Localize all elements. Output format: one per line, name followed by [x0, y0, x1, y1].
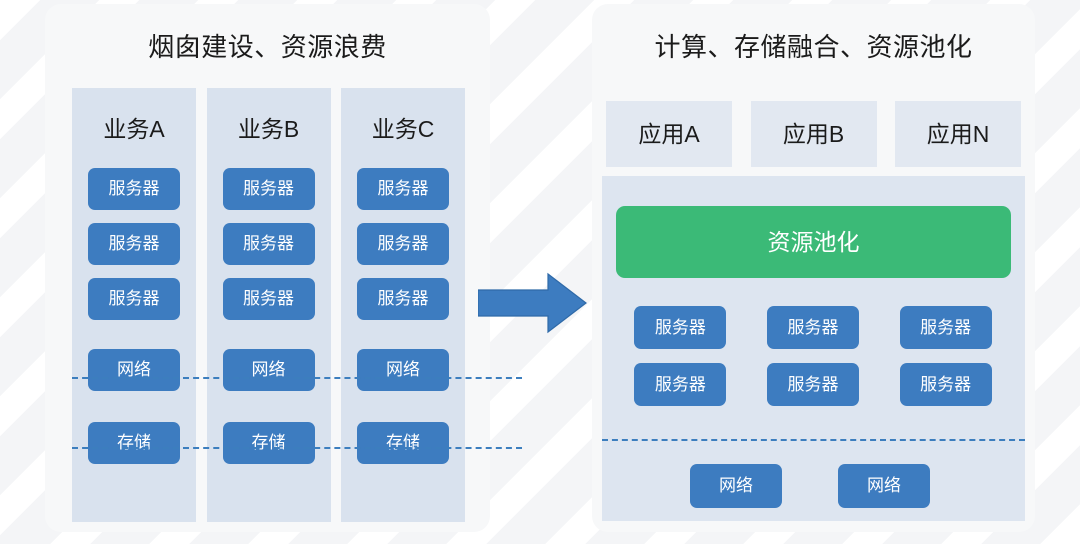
- server-chip[interactable]: 服务器: [88, 223, 180, 265]
- application-box-a[interactable]: 应用A: [606, 101, 732, 167]
- business-column-b-servers: 服务器 服务器 服务器: [222, 168, 315, 320]
- left-panel-siloed-architecture: 烟囱建设、资源浪费 业务A 服务器 服务器 服务器 网络 存储 业务B 服务器 …: [45, 4, 522, 532]
- server-chip[interactable]: 服务器: [222, 168, 315, 210]
- application-box-n[interactable]: 应用N: [895, 101, 1021, 167]
- business-column-b-title: 业务B: [237, 116, 300, 142]
- server-chip[interactable]: 服务器: [899, 363, 992, 406]
- server-chip[interactable]: 服务器: [222, 223, 315, 265]
- network-chip[interactable]: 网络: [357, 349, 449, 391]
- right-panel-converged-architecture: 计算、存储融合、资源池化 应用A 应用B 应用N 资源池化 服务器 服务器 服务…: [592, 4, 1035, 532]
- left-panel-title: 烟囱建设、资源浪费: [148, 32, 387, 62]
- storage-chip[interactable]: 存储: [88, 422, 180, 464]
- business-columns: 业务A 服务器 服务器 服务器 网络 存储 业务B 服务器 服务器 服务器 网络…: [72, 88, 465, 522]
- network-chip[interactable]: 网络: [838, 464, 930, 508]
- server-chip[interactable]: 服务器: [899, 306, 992, 349]
- server-chip[interactable]: 服务器: [766, 363, 859, 406]
- server-chip[interactable]: 服务器: [88, 168, 180, 210]
- server-chip[interactable]: 服务器: [357, 223, 449, 265]
- server-chip[interactable]: 服务器: [357, 168, 449, 210]
- server-chip[interactable]: 服务器: [222, 278, 315, 320]
- business-column-c-title: 业务C: [371, 116, 435, 142]
- business-column-a-title: 业务A: [103, 116, 165, 142]
- pooled-server-grid: 服务器 服务器 服务器 服务器 服务器 服务器: [614, 306, 1012, 406]
- network-chip[interactable]: 网络: [88, 349, 180, 391]
- network-chip[interactable]: 网络: [222, 349, 315, 391]
- network-layer-divider: [72, 377, 522, 379]
- arrow-right-icon: [478, 272, 587, 334]
- business-column-a[interactable]: 业务A 服务器 服务器 服务器 网络 存储: [72, 88, 196, 522]
- server-chip[interactable]: 服务器: [88, 278, 180, 320]
- server-chip[interactable]: 服务器: [634, 363, 727, 406]
- application-boxes: 应用A 应用B 应用N: [606, 101, 1021, 167]
- network-layer-divider: [602, 439, 1025, 441]
- storage-layer-divider: [72, 447, 522, 449]
- application-box-b[interactable]: 应用B: [750, 101, 877, 167]
- right-panel-title: 计算、存储融合、资源池化: [654, 32, 973, 62]
- business-column-c[interactable]: 业务C 服务器 服务器 服务器 网络 存储: [341, 88, 465, 522]
- business-column-b[interactable]: 业务B 服务器 服务器 服务器 网络 存储: [206, 88, 331, 522]
- network-chip[interactable]: 网络: [690, 464, 782, 508]
- storage-chip[interactable]: 存储: [222, 422, 315, 464]
- resource-pool-box[interactable]: 资源池化: [616, 206, 1011, 278]
- pooled-network-row: 网络 网络: [690, 464, 930, 508]
- resource-pool-card: 资源池化 服务器 服务器 服务器 服务器 服务器 服务器 网络 网络: [602, 176, 1025, 521]
- server-chip[interactable]: 服务器: [634, 306, 727, 349]
- server-chip[interactable]: 服务器: [357, 278, 449, 320]
- server-chip[interactable]: 服务器: [766, 306, 859, 349]
- storage-chip[interactable]: 存储: [357, 422, 449, 464]
- business-column-c-servers: 服务器 服务器 服务器: [357, 168, 449, 320]
- business-column-a-servers: 服务器 服务器 服务器: [88, 168, 180, 320]
